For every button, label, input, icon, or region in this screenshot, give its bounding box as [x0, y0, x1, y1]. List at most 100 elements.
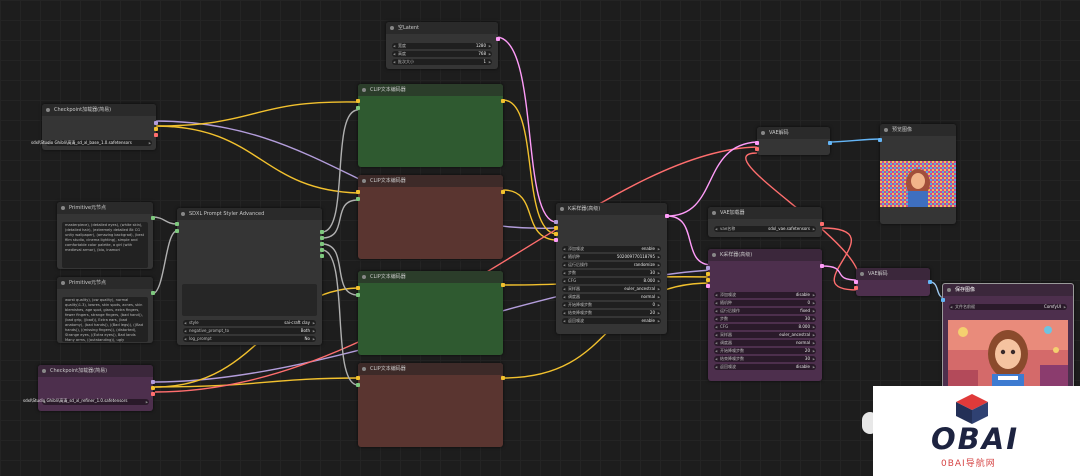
model-output-port[interactable]	[154, 121, 158, 125]
clip-text-encode-node-3[interactable]: CLIP文本编码器	[356, 271, 505, 355]
negative-input-port[interactable]	[554, 232, 558, 236]
text-input-port[interactable]	[356, 106, 360, 110]
checkpoint-select[interactable]	[42, 399, 149, 405]
conditioning-output-port[interactable]	[501, 190, 505, 194]
checkpoint-select[interactable]	[46, 140, 152, 146]
output-port-3[interactable]	[320, 242, 324, 246]
primitive-node-negative[interactable]: Primitive元节点 worst quality), (ow quality…	[57, 277, 155, 343]
clip-input-port[interactable]	[356, 190, 360, 194]
positive-input-port[interactable]	[175, 222, 179, 226]
image-input-port[interactable]	[878, 138, 882, 142]
node-title: Checkpoint加载器(简易)	[42, 104, 156, 116]
conditioning-output-port[interactable]	[501, 376, 505, 380]
vae-input-port[interactable]	[755, 147, 759, 151]
string-output-port[interactable]	[151, 216, 155, 220]
clip-text-encode-node-2[interactable]: CLIP文本编码器	[356, 175, 505, 259]
positive-input-port[interactable]	[554, 226, 558, 230]
model-input-port[interactable]	[554, 220, 558, 224]
image-input-port[interactable]	[941, 298, 945, 302]
conditioning-output-port[interactable]	[501, 99, 505, 103]
model-input-port[interactable]	[706, 266, 710, 270]
vae-output-port[interactable]	[151, 392, 155, 396]
text-input-port[interactable]	[356, 197, 360, 201]
negative-input-port[interactable]	[175, 229, 179, 233]
checkpoint-refiner-node[interactable]: Checkpoint加载器(简易)	[38, 365, 155, 411]
latent-output-port[interactable]	[496, 37, 500, 41]
vae-decode-node-2[interactable]: VAE解码	[854, 268, 932, 296]
clip-output-port[interactable]	[154, 127, 158, 131]
checkpoint-base-node[interactable]: Checkpoint加载器(简易)	[42, 104, 158, 150]
negative-input-port[interactable]	[706, 278, 710, 282]
samples-input-port[interactable]	[854, 280, 858, 284]
clip-input-port[interactable]	[356, 286, 360, 290]
clip-input-port[interactable]	[356, 99, 360, 103]
string-output-port[interactable]	[151, 291, 155, 295]
output-port-4[interactable]	[320, 248, 324, 252]
vae-decode-node-1[interactable]: VAE解码	[755, 127, 832, 155]
conditioning-output-port[interactable]	[501, 283, 505, 287]
vae-input-port[interactable]	[854, 286, 858, 290]
latent-input-port[interactable]	[706, 284, 710, 288]
primitive-node-positive[interactable]: Primitive元节点 masterpiece), (detailed eye…	[57, 202, 155, 269]
vae-output-port[interactable]	[820, 222, 824, 226]
output-port-5[interactable]	[320, 254, 324, 258]
clip-text-encode-node-1[interactable]: CLIP文本编码器	[356, 84, 505, 167]
output-port-1[interactable]	[320, 230, 324, 234]
sdxl-prompt-styler-node[interactable]: SDXL Prompt Styler Advanced stylesai-cra…	[175, 208, 324, 345]
latent-input-port[interactable]	[554, 238, 558, 242]
checkpoint-base-value: sdxl\Studio Ghibli\高清_sd_xl_base_1.0.saf…	[31, 140, 132, 145]
text-input-port[interactable]	[356, 383, 360, 387]
positive-input-port[interactable]	[706, 272, 710, 276]
image-output-port[interactable]	[928, 280, 932, 284]
image-output-port[interactable]	[828, 141, 832, 145]
latent-output-port[interactable]	[665, 214, 669, 218]
clip-input-port[interactable]	[356, 376, 360, 380]
prompt-text[interactable]: masterpiece), (detailed eyes), (white sk…	[62, 222, 148, 268]
negative-prompt-text[interactable]: worst quality), (ow quality), normal qua…	[62, 297, 148, 342]
output-port-2[interactable]	[320, 236, 324, 240]
preview-image-node[interactable]: 预览图像	[878, 124, 956, 224]
styler-text-area[interactable]	[182, 284, 317, 316]
vae-output-port[interactable]	[154, 133, 158, 137]
clip-output-port[interactable]	[151, 386, 155, 390]
latent-output-port[interactable]	[820, 264, 824, 268]
model-output-port[interactable]	[151, 380, 155, 384]
samples-input-port[interactable]	[755, 141, 759, 145]
text-input-port[interactable]	[356, 293, 360, 297]
clip-text-encode-node-4[interactable]: CLIP文本编码器	[356, 363, 505, 447]
